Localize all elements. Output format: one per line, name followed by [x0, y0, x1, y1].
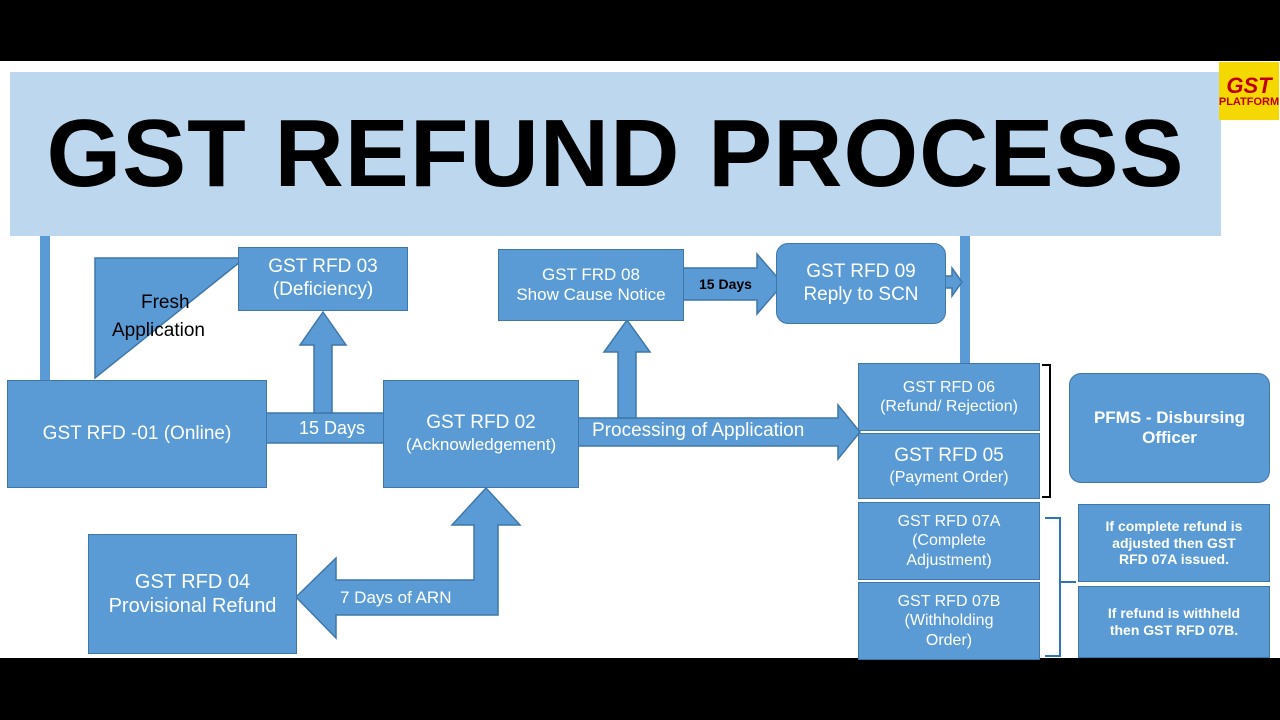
logo-line1: GST	[1226, 72, 1272, 98]
node-rfd06-line1: GST RFD 06	[902, 378, 996, 396]
arrow-up-frd08	[602, 318, 652, 419]
bracket-pfms	[1042, 364, 1051, 498]
node-rfd07b-line2: (Withholding	[904, 612, 994, 630]
note-rfd07a-line3: RFD 07A issued.	[1119, 551, 1229, 568]
label-15-days-rfd01: 15 Days	[299, 418, 366, 438]
label-processing: Processing of Application	[592, 420, 805, 441]
node-rfd02-line2: (Acknowledgement)	[405, 435, 557, 455]
node-rfd09: GST RFD 09 Reply to SCN	[776, 243, 946, 324]
arrow-rfd02-rfd04	[294, 486, 522, 640]
note-rfd07b: If refund is withheld then GST RFD 07B.	[1078, 586, 1270, 658]
bracket-notes	[1045, 517, 1076, 657]
node-pfms-line1: PFMS - Disbursing	[1093, 407, 1246, 427]
note-rfd07a-line2: adjusted then GST	[1112, 534, 1236, 551]
node-rfd09-line1: GST RFD 09	[806, 260, 916, 282]
node-rfd06-line2: (Refund/ Rejection)	[880, 398, 1018, 415]
left-connector-line	[40, 230, 50, 382]
right-connector-line	[960, 230, 970, 364]
note-rfd07b-line2: then GST RFD 07B.	[1109, 622, 1239, 638]
node-frd08-line2: Show Cause Notice	[516, 285, 666, 304]
node-rfd01-text: GST RFD -01 (Online)	[42, 422, 232, 444]
node-rfd04-line1: GST RFD 04	[134, 571, 251, 593]
arrow-up-rfd03	[298, 310, 348, 414]
node-rfd07a-line2: (Complete	[912, 532, 986, 550]
node-pfms: PFMS - Disbursing Officer	[1069, 373, 1270, 483]
arrow-rfd09-out	[943, 265, 963, 299]
node-rfd07a-line1: GST RFD 07A	[897, 513, 1001, 531]
node-frd08-line1: GST FRD 08	[542, 264, 640, 284]
node-rfd03-line2: (Deficiency)	[272, 279, 374, 300]
node-rfd03-line1: GST RFD 03	[268, 256, 378, 278]
node-pfms-line2: Officer	[1142, 428, 1197, 447]
title-banner: GST REFUND PROCESS	[10, 72, 1221, 236]
node-rfd02-line1: GST RFD 02	[426, 412, 536, 434]
node-rfd04: GST RFD 04 Provisional Refund	[88, 534, 297, 654]
node-rfd05-line1: GST RFD 05	[894, 445, 1004, 466]
arrow-15days-rfd09	[682, 251, 784, 317]
node-rfd04-line2: Provisional Refund	[108, 595, 277, 617]
node-rfd06: GST RFD 06 (Refund/ Rejection)	[858, 363, 1040, 431]
fresh-label-line1: Fresh	[141, 292, 190, 313]
node-rfd05-line2: (Payment Order)	[889, 468, 1009, 486]
label-15-days-scn: 15 Days	[699, 276, 752, 292]
note-rfd07b-line1: If refund is withheld	[1107, 605, 1241, 622]
fresh-label-line2: Application	[112, 320, 205, 341]
fresh-application-arrow	[94, 257, 241, 380]
node-rfd07b: GST RFD 07B (Withholding Order)	[858, 582, 1040, 660]
note-rfd07a: If complete refund is adjusted then GST …	[1078, 504, 1270, 582]
gst-platform-logo: GST PLATFORM	[1219, 62, 1279, 120]
node-rfd03: GST RFD 03 (Deficiency)	[238, 247, 408, 311]
label-7-days-arn: 7 Days of ARN	[340, 588, 452, 607]
node-rfd07a: GST RFD 07A (Complete Adjustment)	[858, 502, 1040, 580]
node-rfd09-line2: Reply to SCN	[803, 283, 919, 305]
node-rfd07b-line1: GST RFD 07B	[897, 593, 1001, 611]
arrow-processing	[577, 402, 861, 462]
note-rfd07a-line1: If complete refund is	[1105, 517, 1243, 534]
node-frd08: GST FRD 08 Show Cause Notice	[498, 249, 684, 321]
node-rfd07a-line3: Adjustment)	[906, 551, 992, 569]
node-rfd07b-line3: Order)	[925, 631, 973, 649]
logo-line2: PLATFORM	[1218, 95, 1280, 108]
node-rfd05: GST RFD 05 (Payment Order)	[858, 433, 1040, 499]
node-rfd02: GST RFD 02 (Acknowledgement)	[383, 380, 579, 488]
node-rfd01: GST RFD -01 (Online)	[7, 380, 267, 488]
page-title: GST REFUND PROCESS	[46, 100, 1185, 207]
